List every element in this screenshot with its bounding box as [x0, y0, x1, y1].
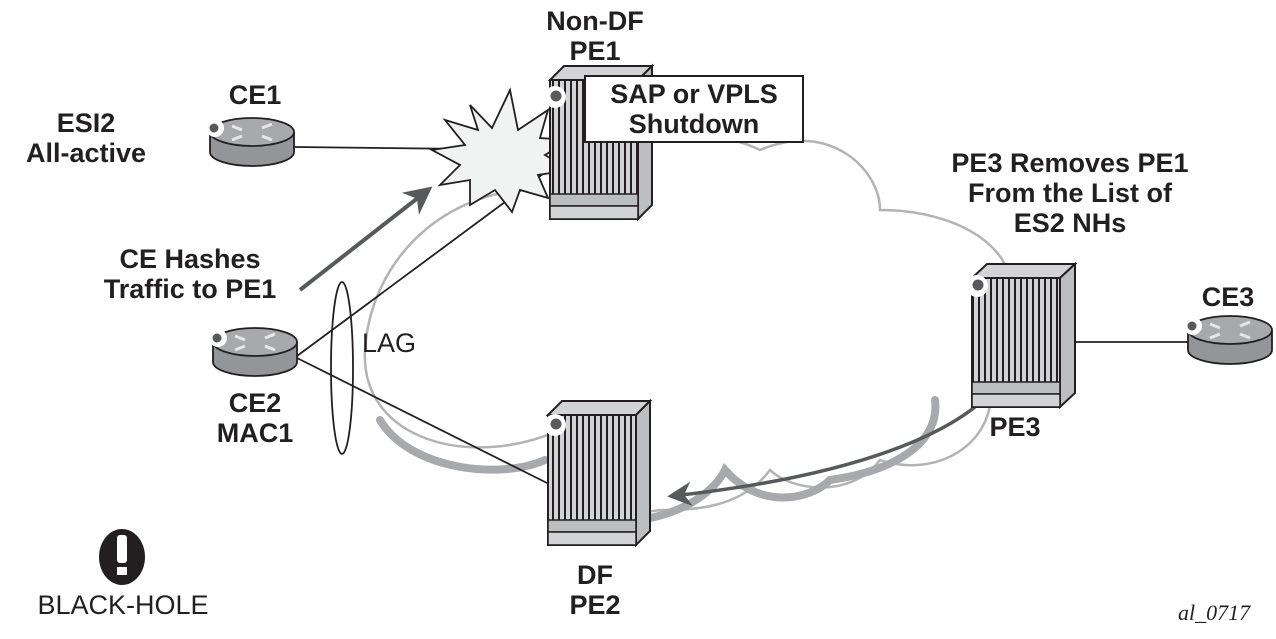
link-ce2-pe2 [296, 357, 556, 488]
pe3-note-line-3: ES2 NHs [1013, 208, 1127, 238]
hash-note: CE Hashes Traffic to PE1 [80, 244, 300, 304]
pe1-label: Non-DF PE1 [530, 6, 660, 66]
hash-note-line-1: CE Hashes [119, 244, 261, 274]
pe2-chassis-icon [544, 398, 653, 548]
shutdown-callout: SAP or VPLS Shutdown [584, 75, 804, 143]
callout-line-1: SAP or VPLS [610, 79, 778, 109]
pe3-note-line-1: PE3 Removes PE1 [951, 148, 1189, 178]
ce2-router-icon [209, 327, 298, 377]
figure-id: al_0717 [1178, 600, 1251, 625]
cloud-lower-rim [376, 396, 940, 524]
ce2-name: CE2 [228, 388, 282, 418]
pe3-note-line-2: From the List of [968, 178, 1172, 208]
callout-line-2: Shutdown [628, 109, 760, 139]
service-cloud [363, 132, 1013, 514]
pe2-role: DF [577, 560, 613, 590]
explosion-icon [429, 87, 573, 214]
ce1-label: CE1 [228, 80, 282, 110]
ce3-router-icon [1184, 315, 1273, 365]
lag-ellipse [330, 281, 354, 455]
pe3-note: PE3 Removes PE1 From the List of ES2 NHs [920, 148, 1220, 238]
ce3-label: CE3 [1201, 282, 1255, 312]
lag-label: LAG [362, 328, 417, 358]
ce2-mac: MAC1 [216, 418, 294, 448]
blackhole-legend-label: BLACK-HOLE [37, 590, 209, 620]
pe3-label: PE3 [989, 412, 1041, 442]
pe2-name: PE2 [569, 590, 621, 620]
ce2-label: CE2 MAC1 [200, 388, 310, 448]
pe2-label: DF PE2 [555, 560, 635, 620]
pe1-role: Non-DF [546, 6, 644, 36]
exclamation-icon [99, 529, 145, 585]
ce1-router-icon [206, 117, 295, 167]
hash-note-line-2: Traffic to PE1 [103, 274, 277, 304]
esi-name: ESI2 [56, 108, 116, 138]
hash-arrow [298, 186, 433, 292]
esi-mode: All-active [25, 138, 147, 168]
pe3-chassis-icon [966, 261, 1078, 410]
esi-label: ESI2 All-active [18, 108, 154, 168]
pe1-name: PE1 [569, 36, 621, 66]
